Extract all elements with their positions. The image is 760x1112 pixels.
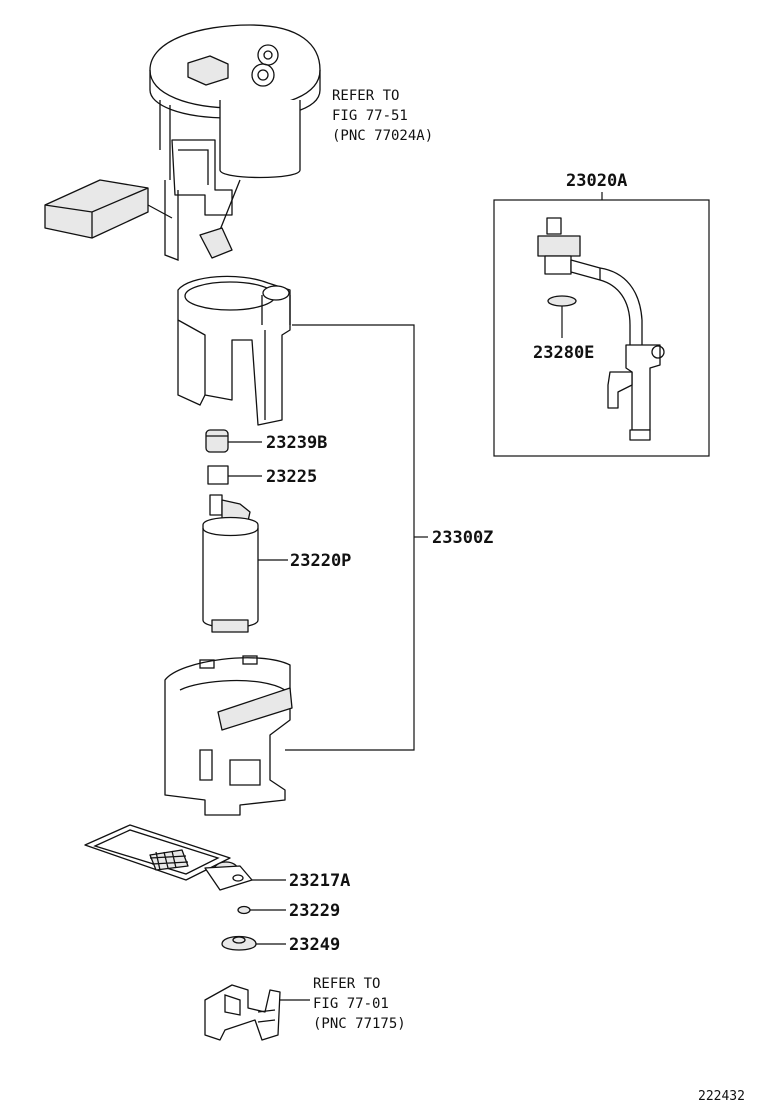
label-23225[interactable]: 23225 xyxy=(266,467,317,487)
label-23229[interactable]: 23229 xyxy=(289,901,340,921)
ref-top-line3: (PNC 77024A) xyxy=(332,128,433,144)
label-23220P[interactable]: 23220P xyxy=(290,551,351,571)
assembly-bracket-23300Z: 23300Z xyxy=(285,324,493,751)
reference-note-top: REFER TO FIG 77-51 (PNC 77024A) xyxy=(332,88,433,144)
label-23280E[interactable]: 23280E xyxy=(533,343,594,363)
part-23225: 23225 xyxy=(207,465,317,487)
part-23217A: 23217A xyxy=(84,824,350,891)
label-23020A[interactable]: 23020A xyxy=(566,171,627,191)
part-23020A-callout: 23020A 23280E xyxy=(493,171,710,457)
lower-housing xyxy=(164,655,293,816)
ref-bottom-line2: FIG 77-01 xyxy=(313,996,389,1012)
ref-top-line2: FIG 77-51 xyxy=(332,108,408,124)
o-ring-icon xyxy=(547,295,577,307)
fuel-filter-icon xyxy=(84,824,253,891)
diagram-id: 222432 xyxy=(698,1089,745,1104)
label-23249[interactable]: 23249 xyxy=(289,935,340,955)
upper-housing xyxy=(177,275,291,426)
pressure-regulator-icon xyxy=(537,217,665,441)
ref-bottom-line1: REFER TO xyxy=(313,976,380,992)
part-23229: 23229 xyxy=(237,901,340,921)
label-23217A[interactable]: 23217A xyxy=(289,871,350,891)
reference-note-bottom: REFER TO FIG 77-01 (PNC 77175) xyxy=(313,976,406,1032)
ref-top-line1: REFER TO xyxy=(332,88,399,104)
cushion-icon xyxy=(207,465,229,485)
bottom-bracket-assembly xyxy=(204,984,310,1041)
fuel-pump-icon xyxy=(202,494,259,633)
part-23220P: 23220P xyxy=(202,494,351,633)
part-23249: 23249 xyxy=(221,935,340,955)
grommet-icon xyxy=(205,429,229,453)
part-23239B: 23239B xyxy=(205,429,327,453)
washer-icon xyxy=(237,905,251,915)
fuel-pump-cover-assembly xyxy=(44,24,321,261)
ref-bottom-line3: (PNC 77175) xyxy=(313,1016,406,1032)
label-23239B[interactable]: 23239B xyxy=(266,433,327,453)
label-23300Z[interactable]: 23300Z xyxy=(432,528,493,548)
